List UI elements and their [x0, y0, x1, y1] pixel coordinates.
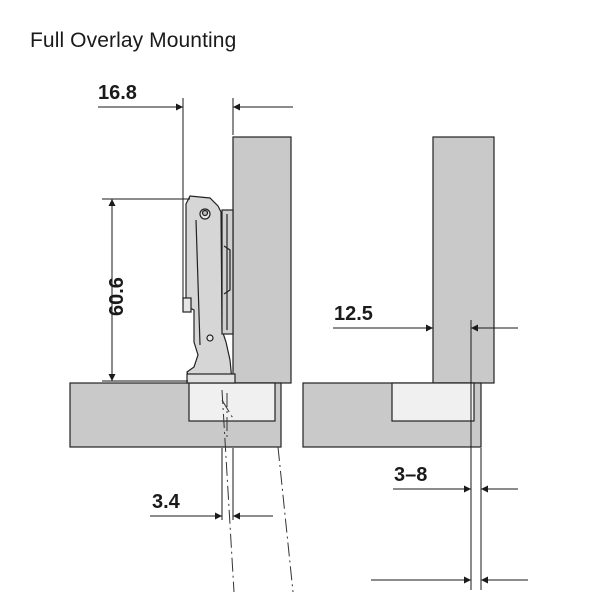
dim-overlay-width	[98, 98, 293, 305]
hinge-arm	[182, 195, 236, 384]
side-panel-right	[432, 136, 495, 384]
extension-lines-right	[470, 320, 482, 590]
side-panel-left	[232, 136, 292, 384]
dim-hinge-height	[102, 198, 190, 382]
dim-label-12-5: 12.5	[334, 303, 373, 325]
left-view: 16.8 60.6 3.4	[69, 82, 294, 593]
dim-label-3-4: 3.4	[152, 491, 181, 513]
dim-edge-distance	[150, 448, 273, 520]
right-view: 12.5 3–8	[302, 136, 528, 590]
dim-label-60-6: 60.6	[106, 277, 128, 316]
swing-path-lines	[221, 389, 294, 593]
dim-label-3-8: 3–8	[394, 464, 427, 486]
hinge-cup-recess	[188, 382, 276, 422]
hinge-cup-recess-right	[391, 382, 475, 422]
diagram-title: Full Overlay Mounting	[30, 29, 237, 52]
dim-label-16-8: 16.8	[98, 82, 137, 104]
